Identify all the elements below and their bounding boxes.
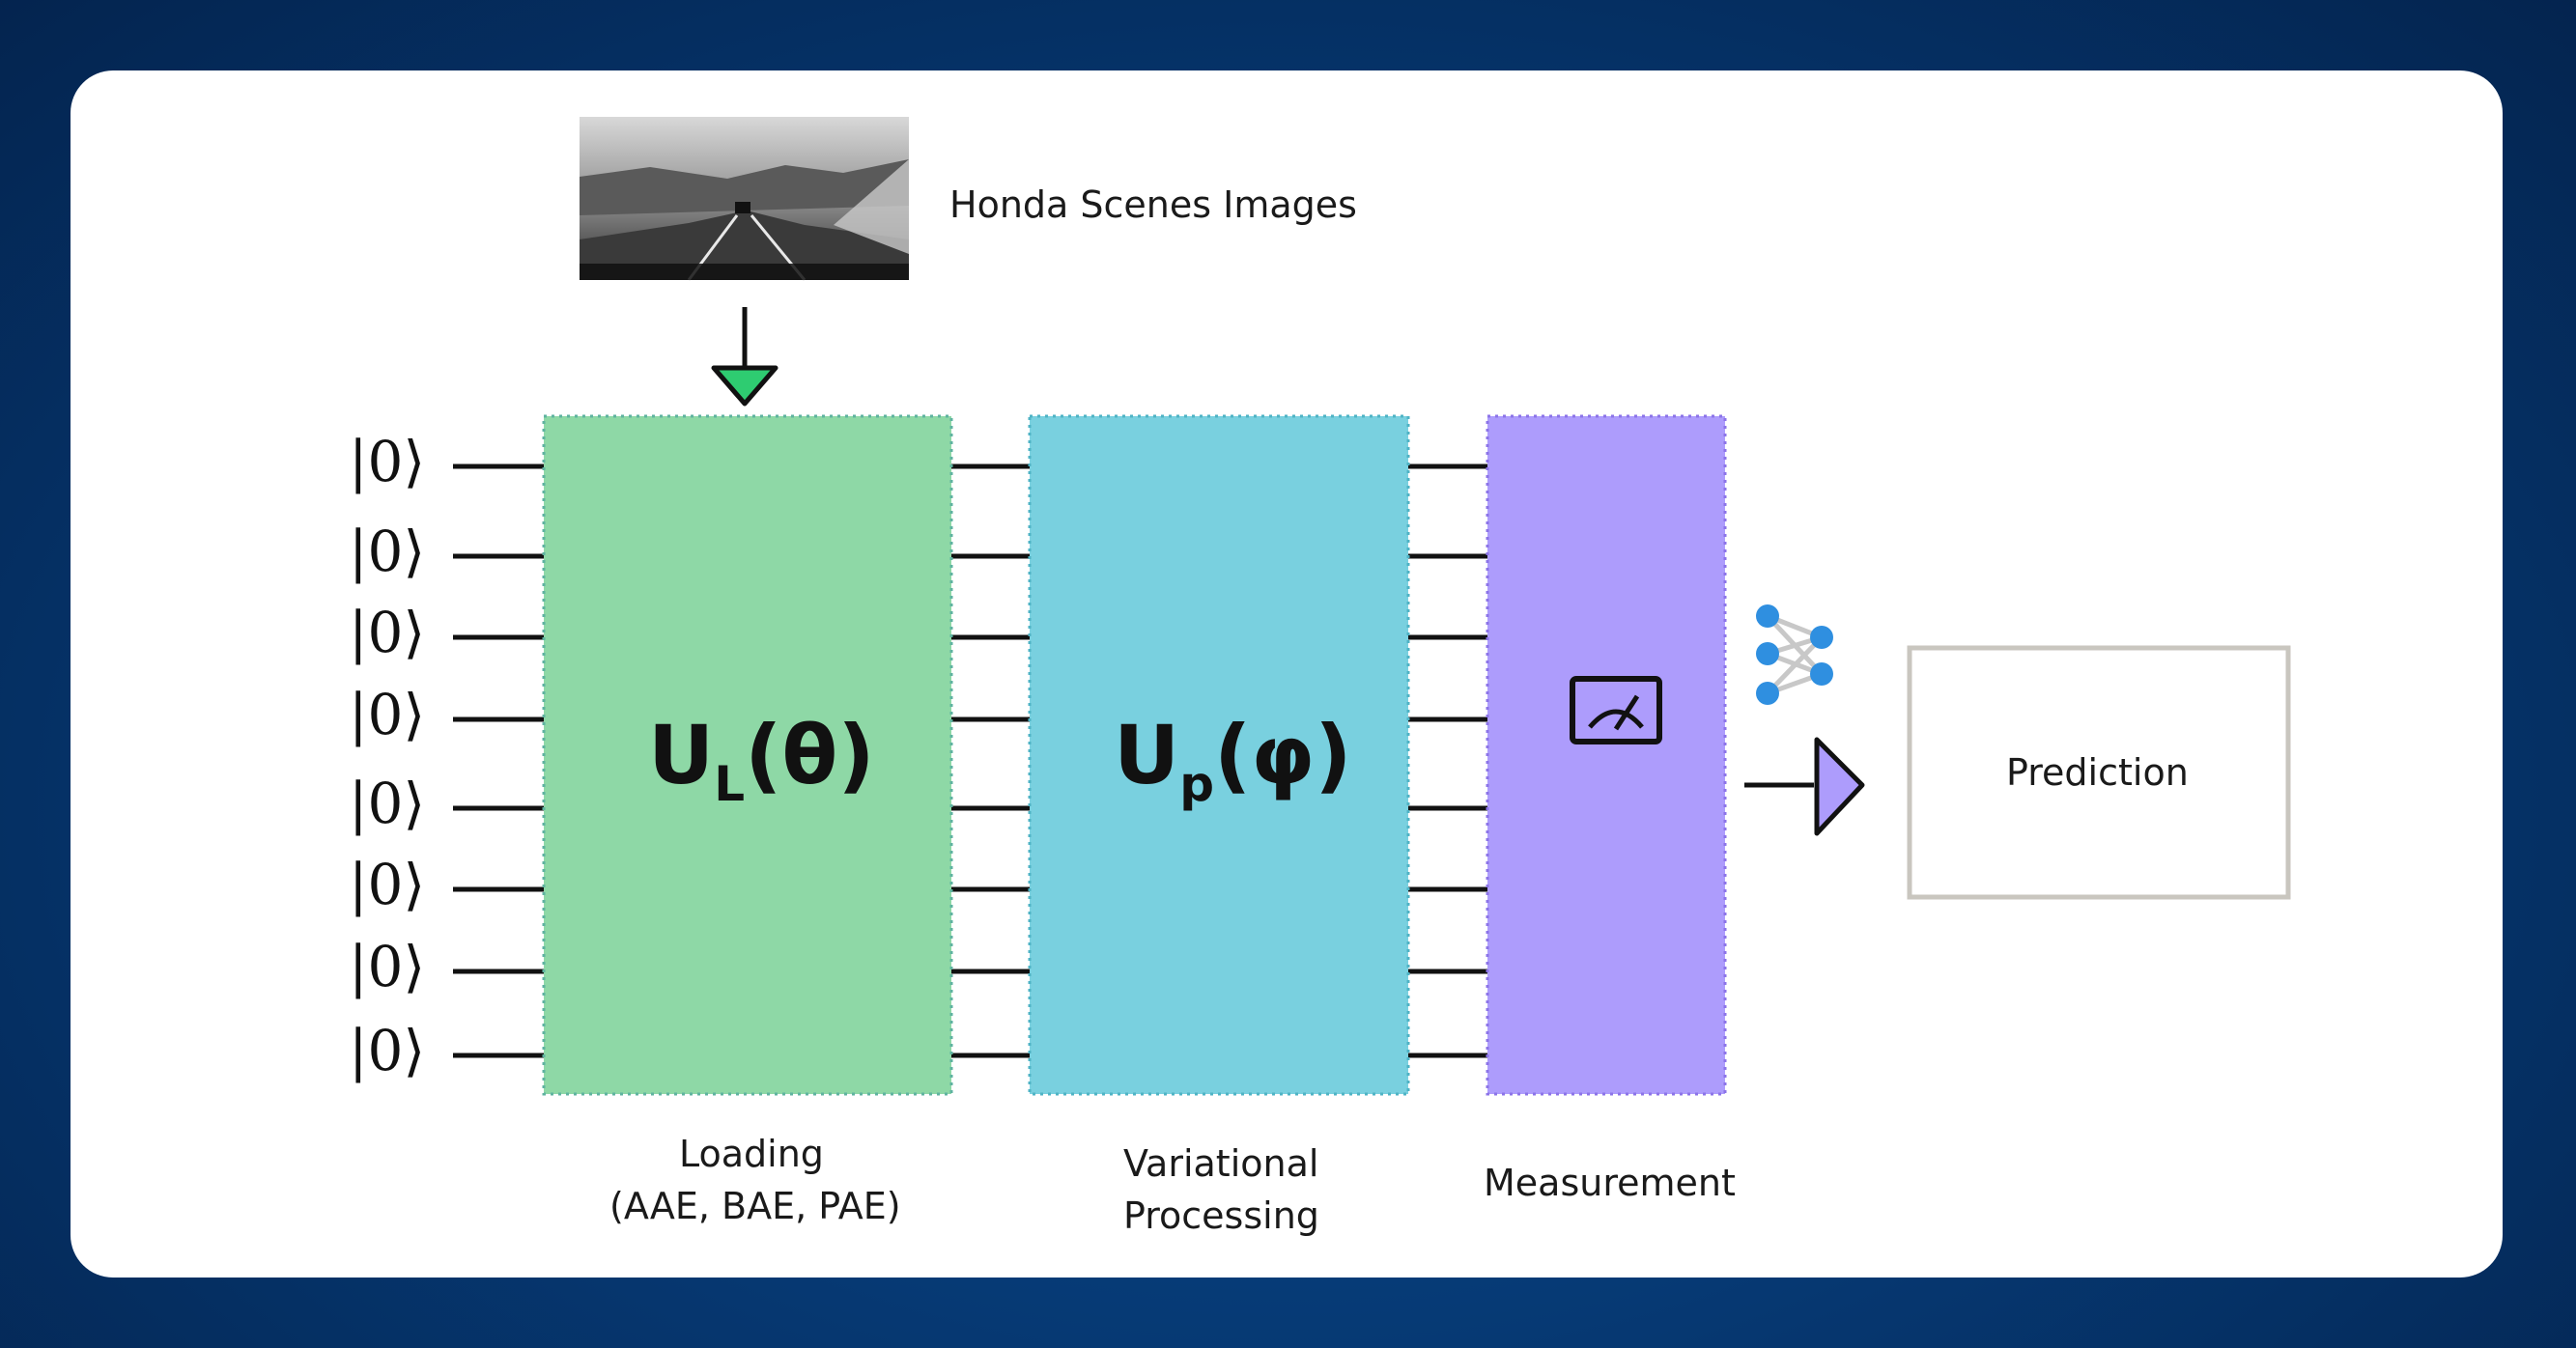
variational-gate: Up(φ) xyxy=(1028,414,1410,1096)
qubit-ket-label: |0⟩ xyxy=(349,1018,426,1083)
meter-icon xyxy=(1570,676,1662,744)
qubit-ket-label: |0⟩ xyxy=(349,852,426,917)
measurement-gate xyxy=(1486,414,1727,1096)
qubit-ket-label: |0⟩ xyxy=(349,771,426,836)
qubit-wires xyxy=(453,463,1487,1058)
qubit-ket-label: |0⟩ xyxy=(349,600,426,665)
neural-network-icon xyxy=(1756,604,1833,705)
loading-label: Loading xyxy=(679,1133,824,1175)
qubit-ket-label: |0⟩ xyxy=(349,429,426,494)
prediction-label: Prediction xyxy=(2006,751,2189,794)
variational-label: Variational xyxy=(1123,1142,1319,1185)
loading-gate: UL(θ) xyxy=(542,414,953,1096)
diagram-card: UL(θ) Up(φ) xyxy=(71,70,2503,1278)
variational-sublabel: Processing xyxy=(1123,1194,1319,1237)
loading-sublabel: (AAE, BAE, PAE) xyxy=(609,1185,901,1227)
qubit-ket-label: |0⟩ xyxy=(349,519,426,584)
variational-gate-symbol: Up(φ) xyxy=(1114,708,1352,812)
input-caption: Honda Scenes Images xyxy=(949,183,1357,226)
prediction-box xyxy=(1907,645,2291,900)
qubit-ket-label: |0⟩ xyxy=(349,934,426,999)
input-arrow xyxy=(711,307,778,407)
measurement-label: Measurement xyxy=(1484,1162,1736,1204)
qubit-ket-label: |0⟩ xyxy=(349,682,426,747)
road-scene-image xyxy=(580,117,909,281)
output-arrow xyxy=(1744,737,1865,836)
circuit-diagram: UL(θ) Up(φ) xyxy=(453,117,2291,1096)
loading-gate-symbol: UL(θ) xyxy=(648,708,875,812)
